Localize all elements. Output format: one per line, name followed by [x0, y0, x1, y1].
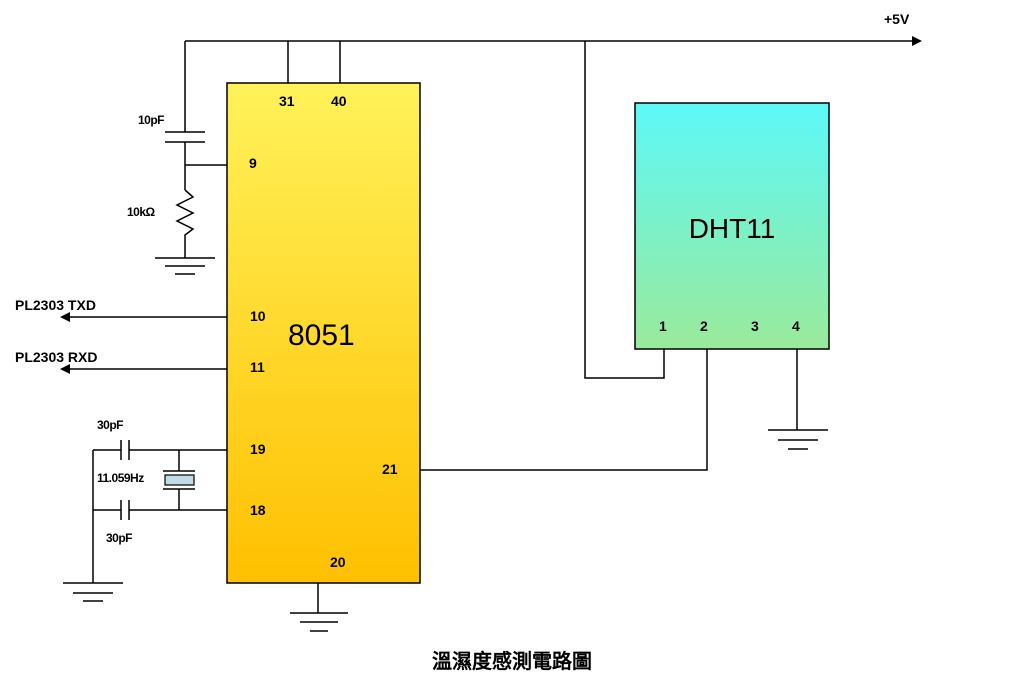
dht-pin-3: 3 [751, 318, 759, 334]
supply-rail: +5V [185, 11, 922, 46]
reset-circuit: 10pF 10kΩ [127, 41, 227, 275]
pin-10: 10 [250, 308, 266, 324]
rxd-label: PL2303 RXD [15, 349, 97, 365]
crystal-icon [164, 474, 195, 486]
dht-pin-2: 2 [700, 318, 708, 334]
serial-lines: PL2303 TXD PL2303 RXD [15, 297, 227, 374]
cap-top-label: 30pF [97, 418, 123, 432]
mcu-ground [290, 583, 348, 632]
reset-cap-label: 10pF [138, 113, 164, 127]
diagram-caption: 溫濕度感測電路圖 [432, 649, 592, 673]
pin-40: 40 [331, 93, 347, 109]
dht-pin-4: 4 [792, 318, 800, 334]
pin-19: 19 [250, 441, 266, 457]
mcu-8051: 8051 31 40 9 10 11 19 18 20 21 [226, 41, 421, 584]
pin-11: 11 [250, 359, 265, 375]
reset-res-label: 10kΩ [127, 205, 156, 219]
dht11-sensor: DHT11 1 2 3 4 [420, 41, 830, 471]
mcu-label: 8051 [288, 319, 355, 352]
pin-18: 18 [250, 502, 266, 518]
dht11-label: DHT11 [689, 213, 776, 244]
crystal-label: 11.059Hz [97, 471, 144, 485]
pin-9: 9 [249, 155, 257, 171]
cap-bottom-label: 30pF [106, 531, 132, 545]
pin-20: 20 [330, 554, 346, 570]
pin-21: 21 [382, 461, 398, 477]
supply-label: +5V [884, 11, 910, 27]
txd-label: PL2303 TXD [15, 297, 96, 313]
dht-pin-1: 1 [659, 318, 667, 334]
pin-31: 31 [279, 93, 295, 109]
oscillator-circuit: 30pF 11.059Hz 30pF [63, 418, 227, 602]
